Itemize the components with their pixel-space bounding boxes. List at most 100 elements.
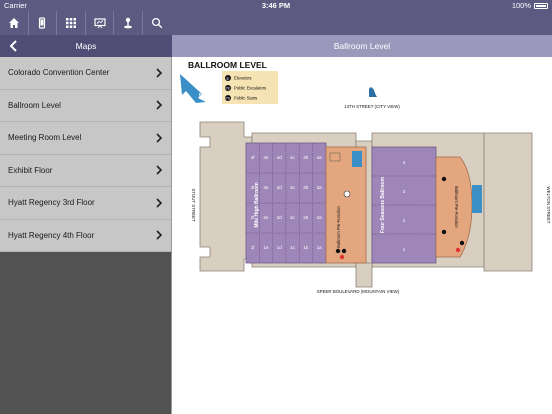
svg-text:4e: 4e bbox=[263, 155, 269, 160]
map-title: Ballroom Level bbox=[333, 41, 391, 51]
map-item-label: Exhibit Floor bbox=[8, 165, 53, 175]
restroom-block bbox=[352, 151, 362, 167]
svg-text:N: N bbox=[199, 93, 203, 99]
phone-icon bbox=[39, 17, 46, 29]
home-icon bbox=[8, 18, 19, 28]
north-arrow-icon: N bbox=[180, 74, 206, 103]
landmark-icon bbox=[369, 87, 377, 97]
svg-text:2f: 2f bbox=[251, 215, 256, 220]
chevron-right-icon bbox=[156, 100, 163, 110]
sidebar-nav-bar: Maps bbox=[0, 35, 172, 57]
svg-text:1b: 1b bbox=[303, 245, 309, 250]
map-item-label: Hyatt Regency 4th Floor bbox=[8, 230, 95, 240]
floor-map[interactable]: BALLROOM LEVEL N E Elevators PE Public E… bbox=[172, 57, 552, 414]
map-item-label: Ballroom Level bbox=[8, 100, 61, 110]
svg-text:3a: 3a bbox=[317, 185, 323, 190]
battery-icon bbox=[534, 2, 548, 9]
ballroom-prefunction-right[interactable]: Ballroom Pre-Function bbox=[435, 156, 482, 258]
floor-plan-svg: BALLROOM LEVEL N E Elevators PE Public E… bbox=[180, 60, 551, 294]
home-button[interactable] bbox=[0, 11, 29, 35]
svg-text:4c: 4c bbox=[290, 155, 296, 160]
back-chevron-icon[interactable] bbox=[6, 38, 22, 54]
phone-button[interactable] bbox=[29, 11, 58, 35]
grid-button[interactable] bbox=[57, 11, 86, 35]
grid-icon bbox=[65, 18, 76, 28]
legend-label: Elevators bbox=[234, 76, 251, 81]
svg-text:1: 1 bbox=[403, 247, 406, 252]
svg-text:1d: 1d bbox=[277, 245, 283, 250]
four-seasons-ballroom[interactable]: Four Seasons Ballroom 4 3 2 1 bbox=[371, 146, 437, 264]
map-item-label: Meeting Room Level bbox=[8, 133, 82, 143]
map-item-label: Colorado Convention Center bbox=[8, 68, 110, 78]
svg-text:PS: PS bbox=[226, 97, 231, 101]
svg-text:PE: PE bbox=[226, 87, 231, 91]
svg-text:4d: 4d bbox=[277, 155, 283, 160]
battery-percent: 100% bbox=[511, 1, 531, 10]
presentation-icon bbox=[93, 18, 106, 29]
svg-text:4f: 4f bbox=[251, 155, 256, 160]
room-label: Mile High Ballroom bbox=[254, 182, 260, 228]
map-item-exhibit-floor[interactable]: Exhibit Floor bbox=[0, 155, 171, 187]
sidebar-empty-area bbox=[0, 252, 171, 414]
search-button[interactable] bbox=[143, 11, 172, 35]
chevron-right-icon bbox=[156, 165, 163, 175]
legend-label: Public Escalators bbox=[234, 86, 266, 91]
map-item-ballroom-level[interactable]: Ballroom Level bbox=[0, 90, 171, 122]
carrier-label: Carrier bbox=[4, 1, 27, 10]
map-pin-button[interactable] bbox=[114, 11, 143, 35]
street-label-top: 14TH STREET (CITY VIEW) bbox=[344, 104, 400, 109]
svg-text:3: 3 bbox=[403, 189, 406, 194]
chevron-right-icon bbox=[156, 198, 163, 208]
legend-label: Public Stairs bbox=[234, 96, 257, 101]
map-pin-icon bbox=[124, 17, 133, 29]
svg-text:3b: 3b bbox=[303, 185, 309, 190]
svg-text:2b: 2b bbox=[303, 215, 309, 220]
svg-text:2e: 2e bbox=[263, 215, 269, 220]
svg-text:4: 4 bbox=[403, 160, 406, 165]
map-legend: E Elevators PE Public Escalators PS Publ… bbox=[222, 71, 278, 104]
svg-text:1e: 1e bbox=[263, 245, 269, 250]
svg-text:2c: 2c bbox=[290, 215, 296, 220]
map-item-colorado-convention-center[interactable]: Colorado Convention Center bbox=[0, 57, 171, 90]
map-heading: BALLROOM LEVEL bbox=[188, 60, 267, 70]
svg-text:3f: 3f bbox=[251, 185, 256, 190]
main-toolbar bbox=[0, 11, 172, 35]
room-label: Ballroom Pre-Function bbox=[454, 186, 459, 228]
ballroom-prefunction-left[interactable]: Ballroom Pre-Function bbox=[325, 146, 367, 264]
status-bar: Carrier 3:46 PM 100% bbox=[0, 0, 552, 11]
map-list-sidebar: Colorado Convention Center Ballroom Leve… bbox=[0, 57, 172, 414]
sidebar-title: Maps bbox=[75, 41, 97, 51]
svg-text:1a: 1a bbox=[317, 245, 323, 250]
chevron-right-icon bbox=[156, 68, 163, 78]
restroom-block bbox=[472, 185, 482, 213]
battery-indicator: 100% bbox=[512, 1, 548, 10]
room-label: Ballroom Pre-Function bbox=[336, 206, 341, 248]
svg-text:E: E bbox=[227, 76, 230, 81]
map-item-meeting-room-level[interactable]: Meeting Room Level bbox=[0, 122, 171, 155]
chevron-right-icon bbox=[156, 133, 163, 143]
svg-text:2d: 2d bbox=[277, 215, 283, 220]
street-label-left: STOUT STREET bbox=[191, 188, 196, 222]
mile-high-cells: 4f 4e 4d 4c 4b 4a 3f 3e 3d 3c 3b 3a 2f 2… bbox=[251, 155, 322, 250]
top-bar-right bbox=[172, 11, 552, 35]
svg-text:1c: 1c bbox=[290, 245, 296, 250]
clock: 3:46 PM bbox=[261, 1, 291, 10]
search-icon bbox=[152, 17, 163, 29]
street-label-bottom: SPEER BOULEVARD (MOUNTAIN VIEW) bbox=[317, 289, 400, 294]
map-item-hyatt-3rd-floor[interactable]: Hyatt Regency 3rd Floor bbox=[0, 187, 171, 220]
svg-text:3d: 3d bbox=[277, 185, 283, 190]
street-label-right: WELTON STREET bbox=[546, 187, 551, 224]
mile-high-ballroom[interactable]: Mile High Ballroom 4f 4e 4d 4c 4b 4a 3f … bbox=[245, 142, 327, 264]
svg-text:3e: 3e bbox=[263, 185, 269, 190]
map-nav-bar: Ballroom Level bbox=[172, 35, 552, 57]
svg-text:4a: 4a bbox=[317, 155, 323, 160]
room-label: Four Seasons Ballroom bbox=[380, 176, 386, 233]
svg-text:4b: 4b bbox=[303, 155, 309, 160]
map-item-hyatt-4th-floor[interactable]: Hyatt Regency 4th Floor bbox=[0, 220, 171, 252]
chevron-right-icon bbox=[156, 230, 163, 240]
svg-text:3c: 3c bbox=[290, 185, 296, 190]
svg-text:1f: 1f bbox=[251, 245, 256, 250]
presentation-button[interactable] bbox=[86, 11, 115, 35]
svg-text:2a: 2a bbox=[317, 215, 323, 220]
four-seasons-cells: 4 3 2 1 bbox=[403, 160, 406, 252]
